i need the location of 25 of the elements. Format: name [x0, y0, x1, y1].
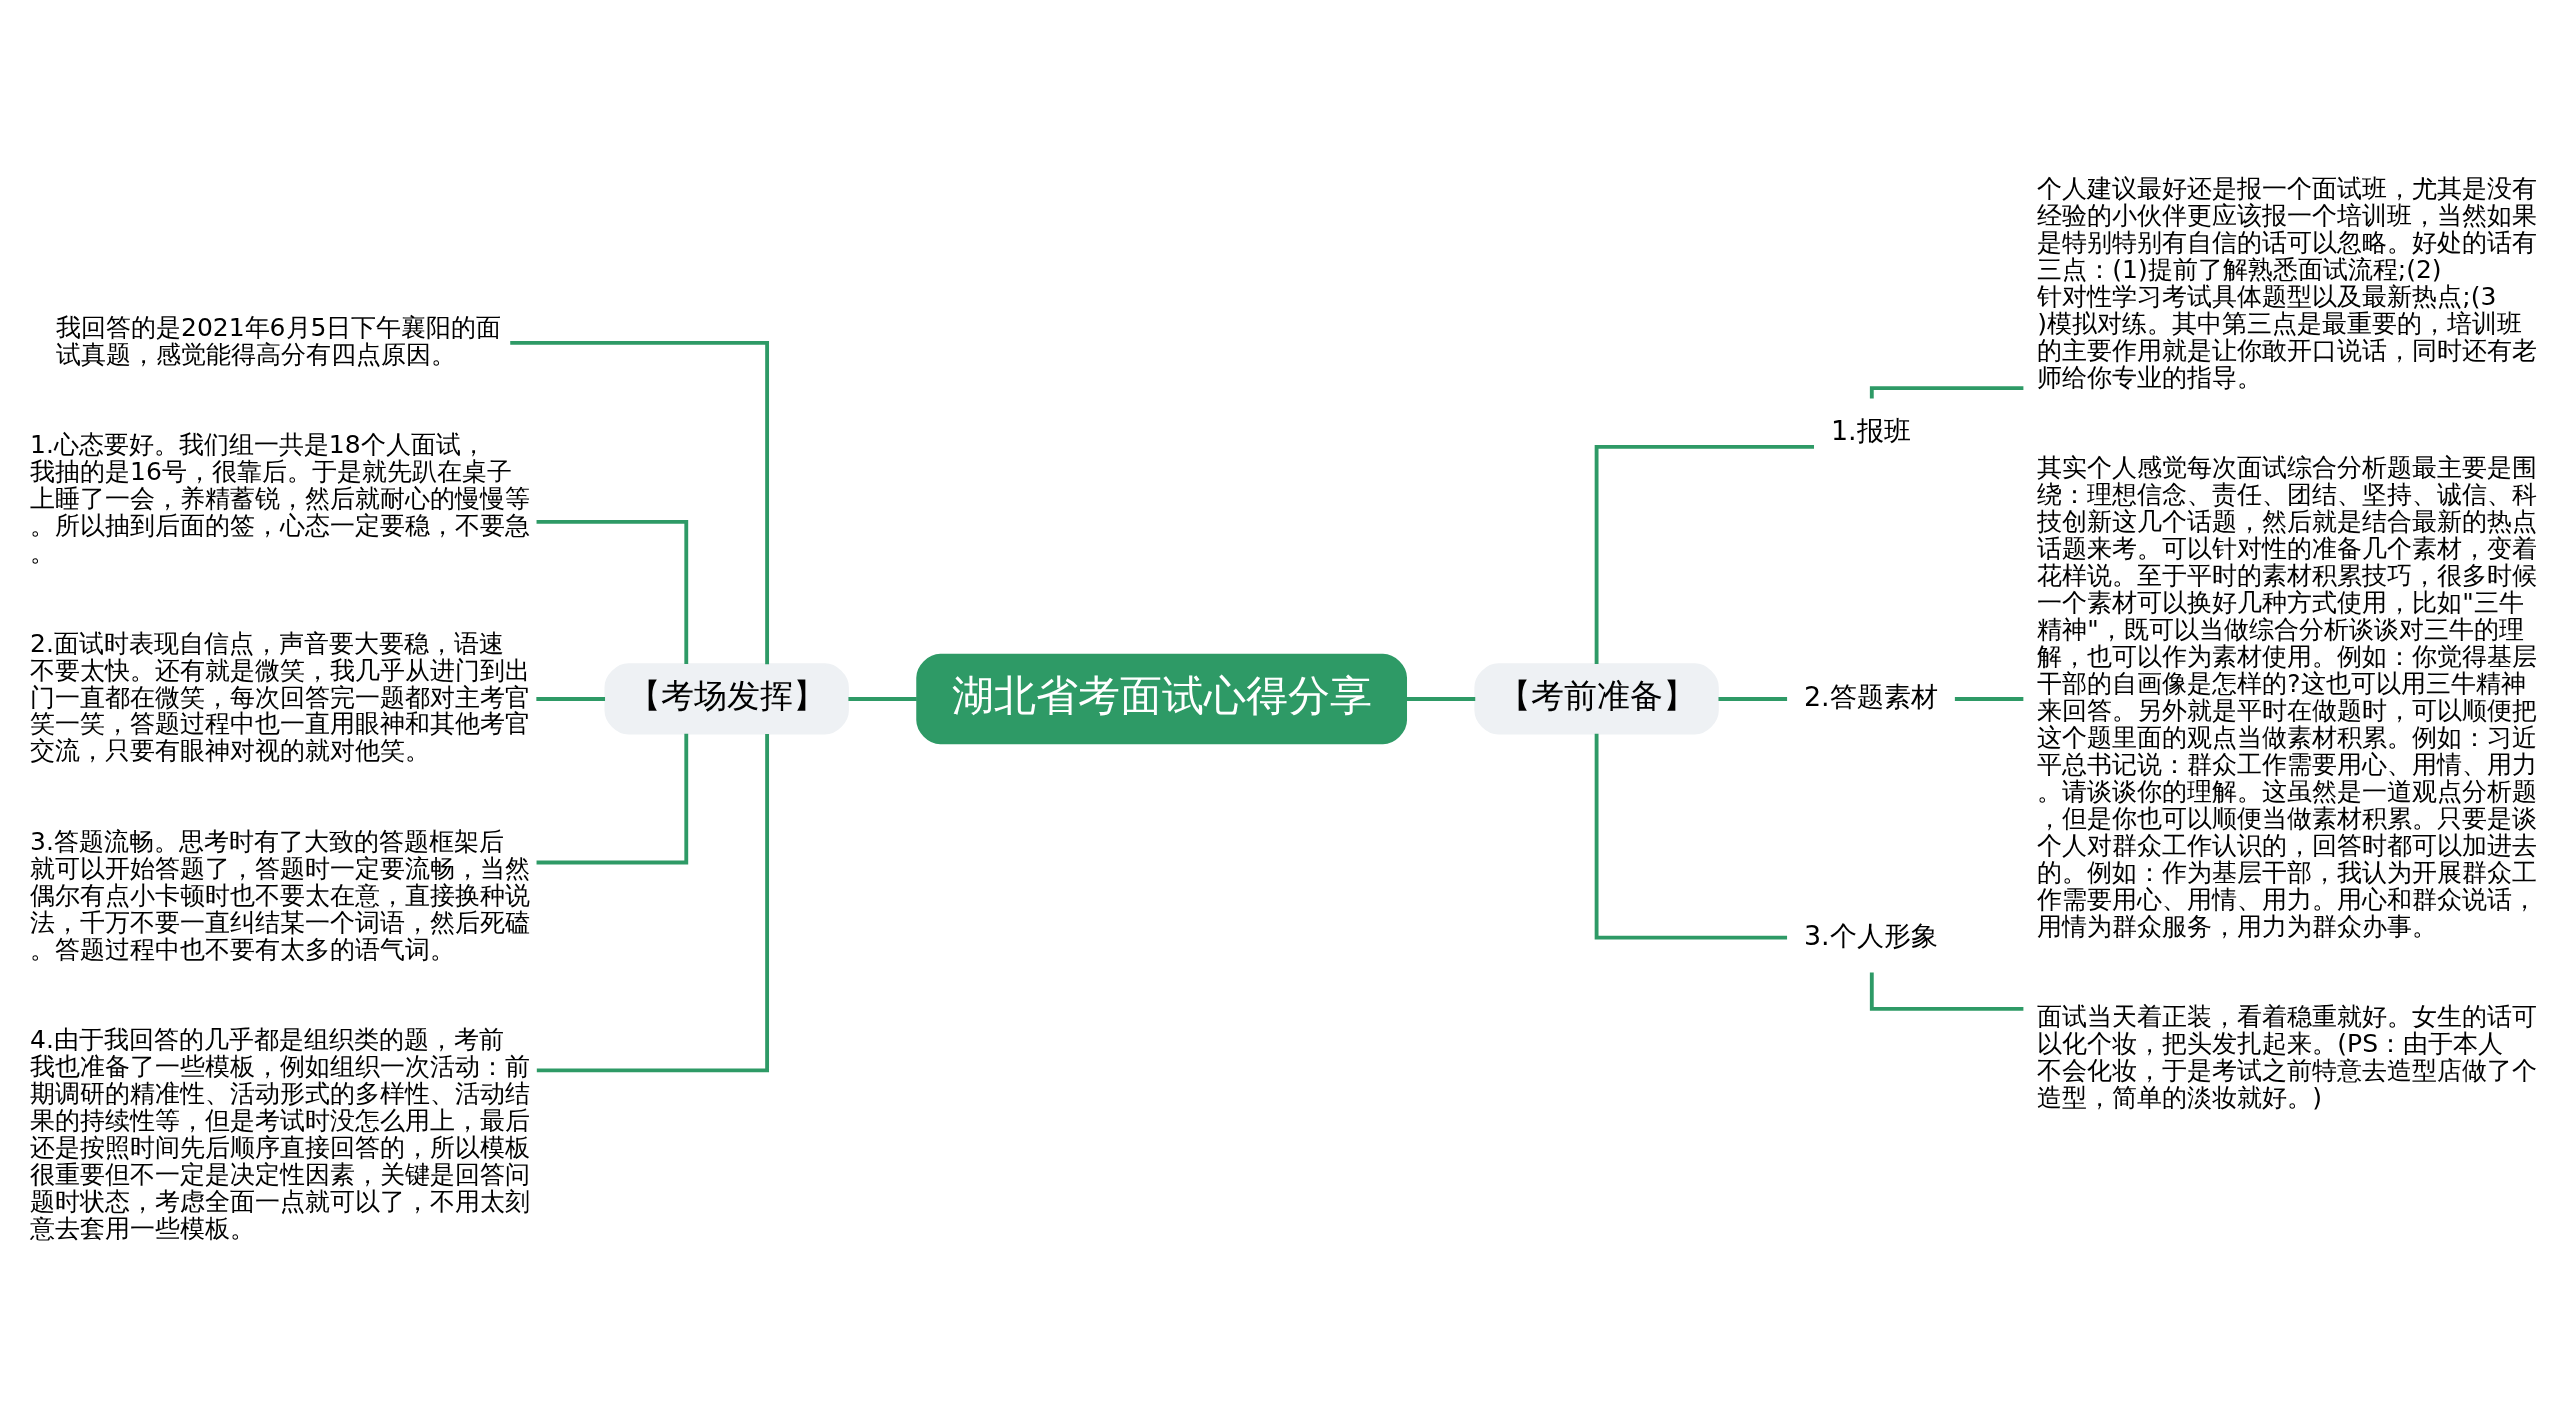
- node-text: 我回答的是2021年6月5日下午襄阳的面试真题，感觉能得高分有四点原因。: [55, 312, 502, 369]
- node-box: 湖北省考面试心得分享: [916, 653, 1407, 745]
- connector: [510, 341, 770, 665]
- node-box: 【考场发挥】: [604, 663, 849, 735]
- connector: [1406, 697, 1476, 701]
- connector: [536, 519, 689, 664]
- node-text: 2.面试时表现自信点，声音要大要稳，语速不要太快。还有就是微笑，我几乎从进门到出门一直都在微笑，每次回答完一题都对主考官笑一笑，答题过程中也一直用眼神和其他考官交流，只要有眼神对视的就对他笑。: [30, 628, 530, 766]
- connector: [536, 733, 689, 865]
- node-text: 其实个人感觉每次面试综合分析题最主要是围绕：理想信念、责任、团结、坚持、诚信、科技创新这几个话题，然后就是结合最新的热点话题来考。可以针对性的准备几个素材，变着花样说。至于平时的素材积累技巧，很多时候一个素材可以换好几种方式使用，比如"三牛精神"，既可以当做综合分析谈谈对三牛的理解，也可以作为素材使用。例如：你觉得基层干部的自画像是怎样的?这也可以用三牛精神来回答。另外就是平时在做题时，可以顺便把这个题里面的观点当做素材积累。例如：习近平总书记说：群众工作需要用心、用情、用力。请谈谈你的理解。这虽然是一道观点分析题，但是你也可以顺便当做素材积累。只要是谈个人对群众工作认识的，回答时都可以加进去的。例如：作为基层干部，我认为开展群众工作需要用心、用情、用力。用心和群众说话，用情为群众服务，用力为群众办事。: [2037, 453, 2538, 941]
- node-text: 3.答题流畅。思考时有了大致的答题框架后就可以开始答题了，答题时一定要流畅，当然偶尔有点小卡顿时也不要太在意，直接换种说法，千万不要一直纠结某一个词语，然后死磕。答题过程中也不要有太多的语气词。: [30, 826, 530, 964]
- node-text: 1.心态要好。我们组一共是18个人面试，我抽的是16号，很靠后。于是就先趴在桌子上睡了一会，养精蓄锐，然后就耐心的慢慢等。所以抽到后面的签，心态一定要稳，不要急。: [30, 430, 530, 568]
- node-text: 面试当天着正装，看着稳重就好。女生的话可以化个妆，把头发扎起来。(PS：由于本人不会化妆，于是考试之前特意去造型店做了个造型，简单的淡妆就好。): [2037, 1001, 2538, 1112]
- connector: [1718, 697, 1788, 701]
- node-box: 【考前准备】: [1474, 663, 1719, 735]
- connector: [848, 697, 917, 701]
- node-text: 1.报班: [1830, 415, 1911, 447]
- connector: [1594, 444, 1814, 664]
- node-text: 个人建议最好还是报一个面试班，尤其是没有经验的小伙伴更应该报一个培训班，当然如果是特别特别有自信的话可以忽略。好处的话有三点：(1)提前了解熟悉面试流程;(2)针对性学习考试具体题型以及最新热点;(3)模拟对练。其中第三点是最重要的，培训班的主要作用就是让你敢开口说话，同时还有老师给你专业的指导。: [2037, 174, 2538, 393]
- connector: [1954, 697, 2024, 701]
- node-text: 2.答题素材: [1803, 681, 1938, 713]
- connector: [1594, 733, 1788, 940]
- node-text: 4.由于我回答的几乎都是组织类的题，考前我也准备了一些模板，例如组织一次活动：前期调研的精准性、活动形式的多样性、活动结果的持续性等，但是考试时没怎么用上，最后还是按照时间先后顺序直接回答的，所以模板很重要但不一定是决定性因素，关键是回答问题时状态，考虑全面一点就可以了，不用太刻意去套用一些模板。: [30, 1025, 530, 1243]
- connector: [536, 697, 606, 701]
- node-text: 3.个人形象: [1803, 919, 1938, 951]
- connector: [536, 733, 770, 1073]
